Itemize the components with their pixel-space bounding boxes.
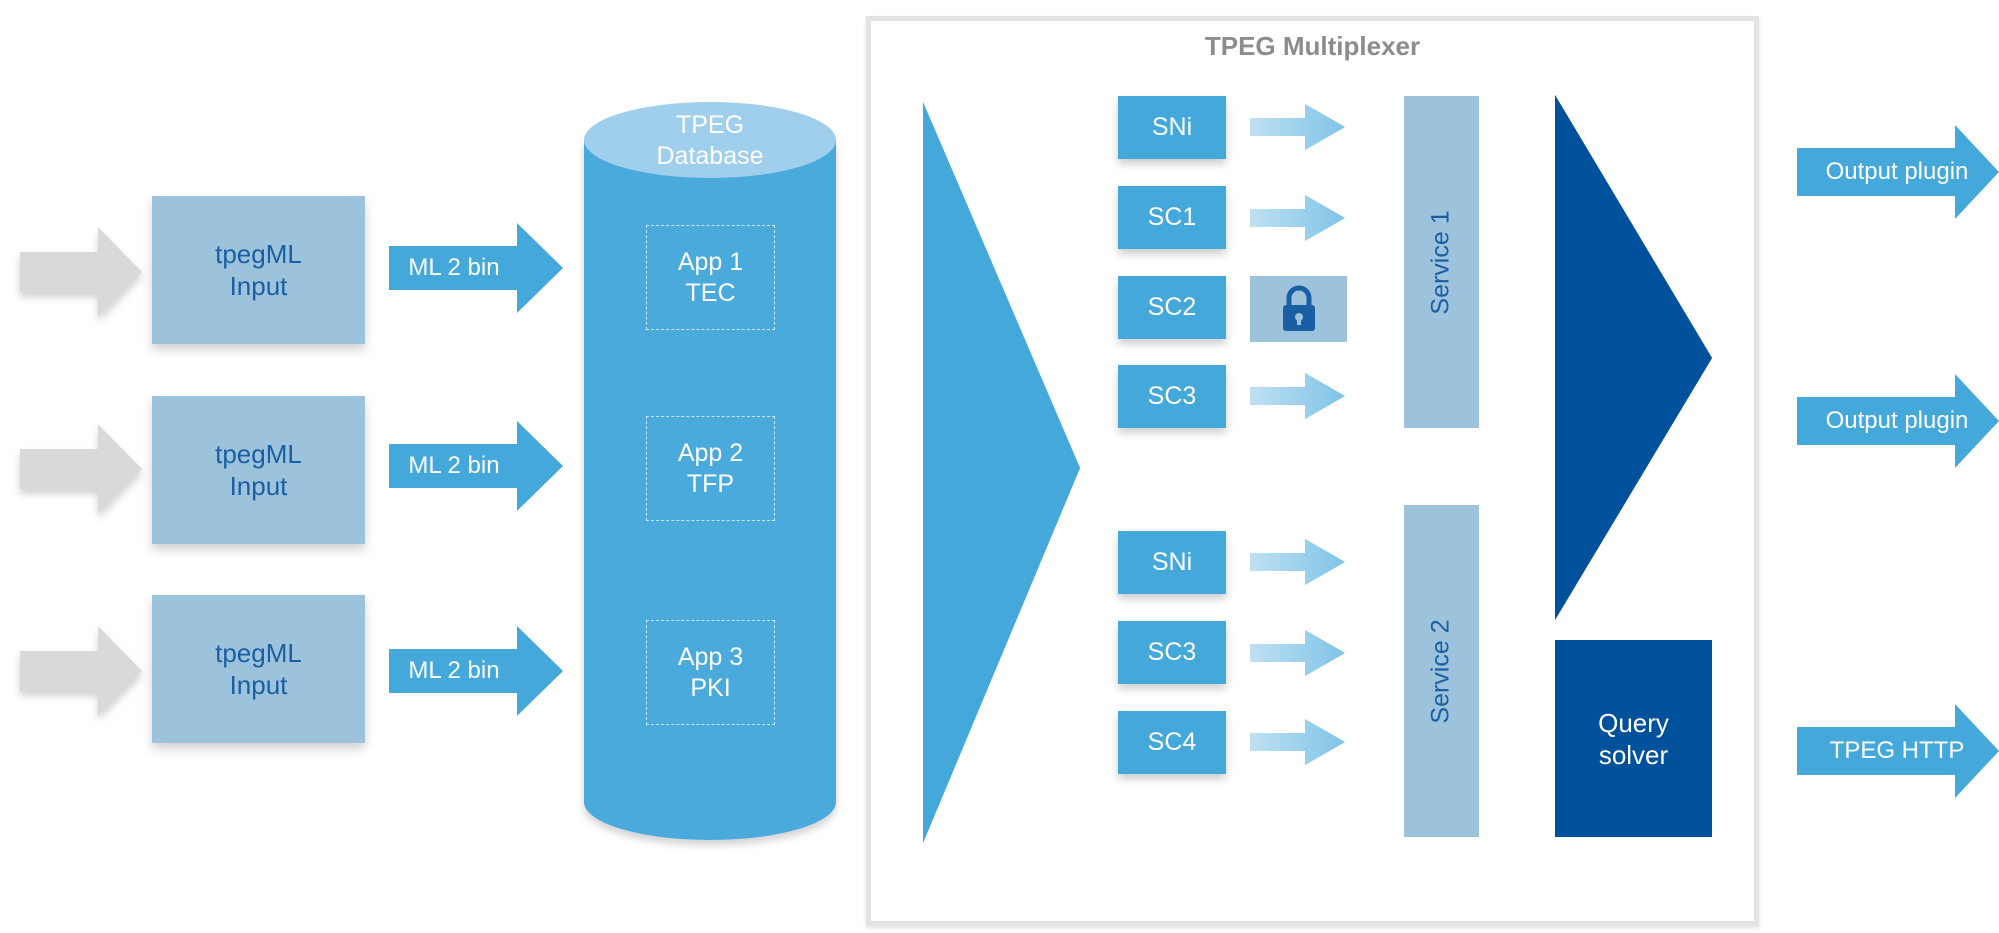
app-box-2: App 2 TFP bbox=[646, 416, 775, 521]
output-label-2: Output plugin bbox=[1825, 407, 1969, 434]
tpegml-input-label: tpegML Input bbox=[215, 439, 302, 501]
database-title: TPEG Database bbox=[656, 111, 764, 170]
input-arrow-2 bbox=[20, 424, 142, 514]
tpegml-input-1: tpegML Input bbox=[152, 196, 365, 344]
app-box-3: App 3 PKI bbox=[646, 620, 775, 725]
query-solver: Query solver bbox=[1555, 640, 1712, 837]
input-arrow-1 bbox=[20, 227, 142, 317]
tpegml-input-2: tpegML Input bbox=[152, 396, 365, 544]
output-arrow-1 bbox=[1797, 125, 1999, 219]
mux-output-triangle bbox=[1555, 95, 1712, 620]
ml2bin-label-3: ML 2 bin bbox=[408, 657, 500, 684]
service-1-bar: Service 1 bbox=[1404, 96, 1479, 428]
component-s2-sni: SNi bbox=[1118, 531, 1226, 594]
lock-icon bbox=[1282, 285, 1315, 331]
output-label-3: TPEG HTTP bbox=[1829, 737, 1965, 764]
database-cylinder bbox=[584, 102, 836, 840]
app-box-1: App 1 TEC bbox=[646, 225, 775, 330]
component-s1-sc3: SC3 bbox=[1118, 365, 1226, 428]
link-arrow-s2-sni bbox=[1250, 539, 1345, 585]
tpegml-input-label: tpegML Input bbox=[215, 638, 302, 700]
output-label-1: Output plugin bbox=[1825, 158, 1969, 185]
ml2bin-arrow-3 bbox=[389, 626, 563, 716]
ml2bin-label-1: ML 2 bin bbox=[408, 254, 500, 281]
link-arrow-s1-sni bbox=[1250, 104, 1345, 150]
ml2bin-arrow-2 bbox=[389, 421, 563, 511]
output-arrow-2 bbox=[1797, 374, 1999, 468]
mux-input-triangle bbox=[923, 102, 1080, 843]
link-arrow-s2-sc3 bbox=[1250, 630, 1345, 676]
service-2-bar: Service 2 bbox=[1404, 505, 1479, 837]
component-s1-sc2: SC2 bbox=[1118, 276, 1226, 339]
link-arrow-s1-sc3 bbox=[1250, 373, 1345, 419]
multiplexer-title: TPEG Multiplexer bbox=[1204, 30, 1421, 61]
link-arrow-s2-sc4 bbox=[1250, 719, 1345, 765]
service-1-label: Service 1 bbox=[1427, 209, 1455, 315]
ml2bin-label-2: ML 2 bin bbox=[408, 452, 500, 479]
link-arrow-s1-sc1 bbox=[1250, 195, 1345, 241]
encryption-lock bbox=[1250, 276, 1347, 342]
component-s2-sc3: SC3 bbox=[1118, 621, 1226, 684]
component-s1-sc1: SC1 bbox=[1118, 186, 1226, 249]
service-2-label: Service 2 bbox=[1427, 618, 1455, 724]
tpegml-input-label: tpegML Input bbox=[215, 239, 302, 301]
input-arrow-3 bbox=[20, 626, 142, 716]
ml2bin-arrow-1 bbox=[389, 223, 563, 313]
output-arrow-3 bbox=[1797, 704, 1999, 798]
component-s2-sc4: SC4 bbox=[1118, 711, 1226, 774]
tpegml-input-3: tpegML Input bbox=[152, 595, 365, 743]
component-s1-sni: SNi bbox=[1118, 96, 1226, 159]
